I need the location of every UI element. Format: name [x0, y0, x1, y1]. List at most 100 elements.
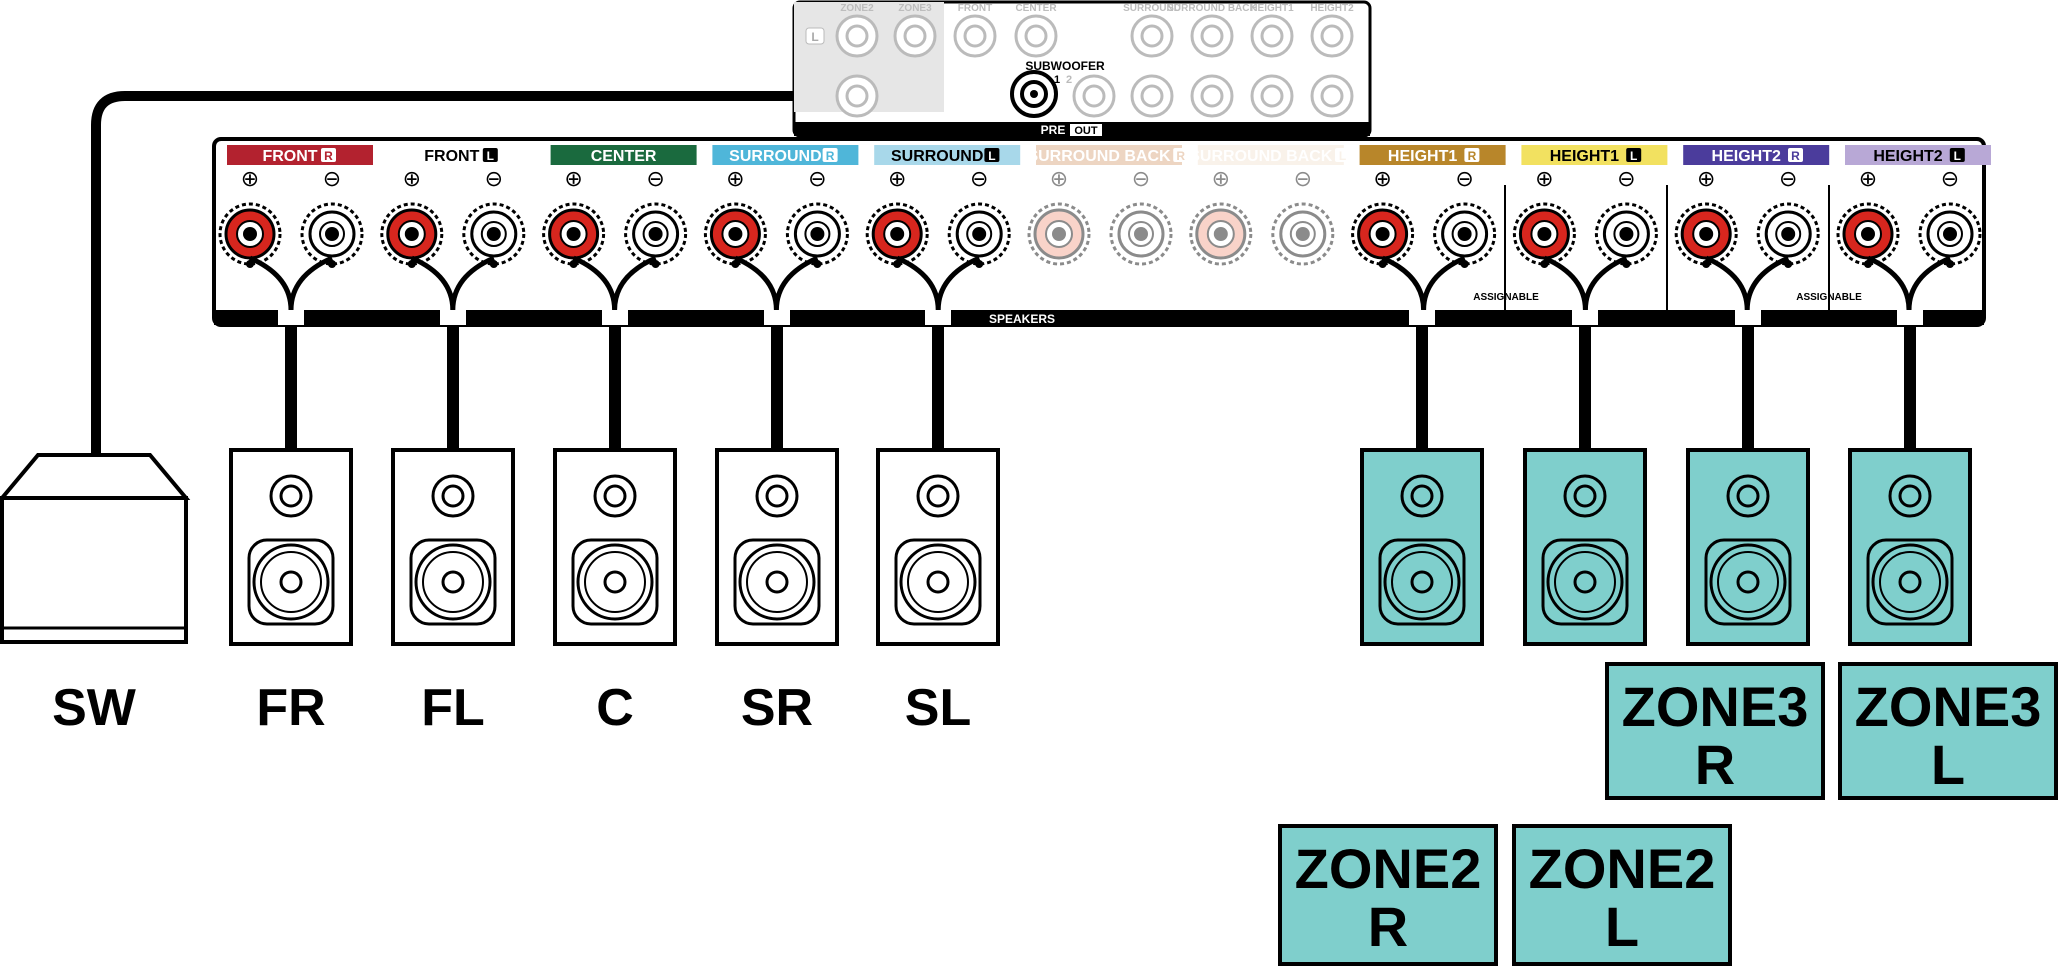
- plus-post-inner: [1045, 220, 1073, 248]
- channel-header: [388, 144, 536, 166]
- channel-label: SURROUND BACK: [1027, 148, 1171, 165]
- preout-label: CENTER: [1015, 3, 1057, 14]
- tweeter-center: [279, 484, 303, 508]
- channel-label: FRONT: [262, 148, 317, 165]
- preout-jack-center: [1200, 24, 1224, 48]
- tweeter-center: [603, 484, 627, 508]
- plus-symbol: ⊕: [1859, 166, 1877, 191]
- speakers-label: SPEAKERS: [989, 312, 1055, 326]
- tweeter-center: [1736, 484, 1760, 508]
- plus-post: [1033, 208, 1085, 260]
- assignable-label-1: ASSIGNABLE: [1473, 292, 1539, 303]
- channel-label: HEIGHT2: [1712, 148, 1781, 165]
- plus-symbol: ⊕: [564, 166, 582, 191]
- side-tag-box: [1335, 148, 1350, 162]
- plus-post-inner: [1206, 220, 1235, 248]
- minus-post-inner: [1289, 221, 1316, 247]
- speaker-label-sw: SW: [52, 679, 137, 737]
- speaker-7: [1523, 448, 1647, 646]
- preout-jack-center: [1260, 24, 1284, 48]
- subwoofer-label: SUBWOOFER: [1025, 59, 1105, 73]
- woofer-dustcap: [1410, 570, 1434, 594]
- preout-label: ZONE2: [840, 3, 874, 14]
- plus-post-hole: [1537, 227, 1552, 241]
- speaker-8: [1686, 448, 1810, 646]
- wire-clip: [813, 260, 822, 268]
- side-tag: R: [1468, 149, 1477, 163]
- pre-label: PRE: [1041, 123, 1066, 137]
- speaker-4: SR: [715, 448, 839, 737]
- wire-clip: [1784, 260, 1793, 268]
- wire-clip: [489, 260, 498, 268]
- channel-header: [1197, 145, 1344, 165]
- preout-jack-center: [963, 24, 987, 48]
- preout-jack-center: [1140, 24, 1164, 48]
- preout-jack-center: [1140, 84, 1164, 108]
- subwoofer-top: [0, 453, 191, 500]
- zone-box-bg: [1512, 824, 1732, 966]
- plus-post: [1195, 208, 1247, 260]
- subwoofer-jack-pin: [1030, 90, 1038, 98]
- minus-post: [1117, 210, 1165, 258]
- side-tag-box: [321, 148, 336, 162]
- terminal-wires: [734, 255, 819, 311]
- speaker-1: FR: [229, 448, 353, 737]
- tweeter-center: [441, 484, 465, 508]
- plus-post-hole: [728, 227, 743, 241]
- woofer-dustcap: [603, 570, 627, 594]
- preout-label: SURROUND: [1123, 3, 1181, 14]
- channel-label: SURROUND BACK: [1189, 148, 1333, 165]
- woofer-dustcap: [765, 570, 789, 594]
- plus-post-hole: [1861, 227, 1875, 241]
- side-tag: L: [487, 149, 494, 163]
- minus-post-hole: [1781, 227, 1796, 241]
- preout-jack-center: [1260, 84, 1284, 108]
- side-tag-box: [1464, 148, 1480, 162]
- zone-box-bg: [1838, 662, 2058, 800]
- terminal-wires: [410, 255, 495, 311]
- side-tag: L: [1339, 149, 1346, 163]
- channel-label: SURROUND: [729, 148, 821, 165]
- wire-clip: [1378, 260, 1387, 268]
- preout-label: HEIGHT1: [1250, 3, 1294, 14]
- preout-label: SURROUND BACK: [1167, 3, 1257, 14]
- minus-post-hole: [1619, 227, 1634, 241]
- plus-symbol: ⊕: [1535, 166, 1553, 191]
- side-tag-box: [1626, 148, 1642, 162]
- zone-line2: R: [1695, 733, 1735, 796]
- tweeter-center: [765, 484, 789, 508]
- wire-clip: [1864, 260, 1872, 268]
- speakers-label-bg: [975, 311, 1085, 325]
- speaker-terminal-panel: SPEAKERSASSIGNABLEASSIGNABLEFRONTR⊕⊖FRON…: [212, 137, 1991, 327]
- wire-clip: [1702, 260, 1711, 268]
- terminal-wires: [248, 255, 334, 311]
- preout-label: ZONE3: [898, 3, 932, 14]
- minus-post-hole: [810, 227, 825, 241]
- terminal-wires: [1381, 255, 1466, 311]
- terminal-wires: [1543, 255, 1628, 311]
- preout-l-tag: L: [811, 30, 818, 44]
- woofer-dustcap: [1573, 570, 1597, 594]
- bar-gap: [1735, 310, 1761, 325]
- wire-clip: [407, 260, 416, 268]
- minus-symbol: ⊖: [808, 166, 826, 191]
- wire-clip: [246, 260, 254, 268]
- preout-l-tag-box: [805, 27, 825, 45]
- speaker-6: [1360, 448, 1484, 646]
- channel-label: FRONT: [424, 148, 479, 165]
- speaker-label-c: C: [596, 679, 634, 737]
- preout-jack-center: [845, 84, 869, 108]
- side-tag: L: [1630, 149, 1637, 163]
- plus-symbol: ⊕: [726, 166, 744, 191]
- terminal-wires: [1705, 255, 1790, 311]
- plus-symbol: ⊕: [403, 166, 421, 191]
- preout-jack-center: [845, 24, 869, 48]
- subwoofer-box: [0, 496, 188, 644]
